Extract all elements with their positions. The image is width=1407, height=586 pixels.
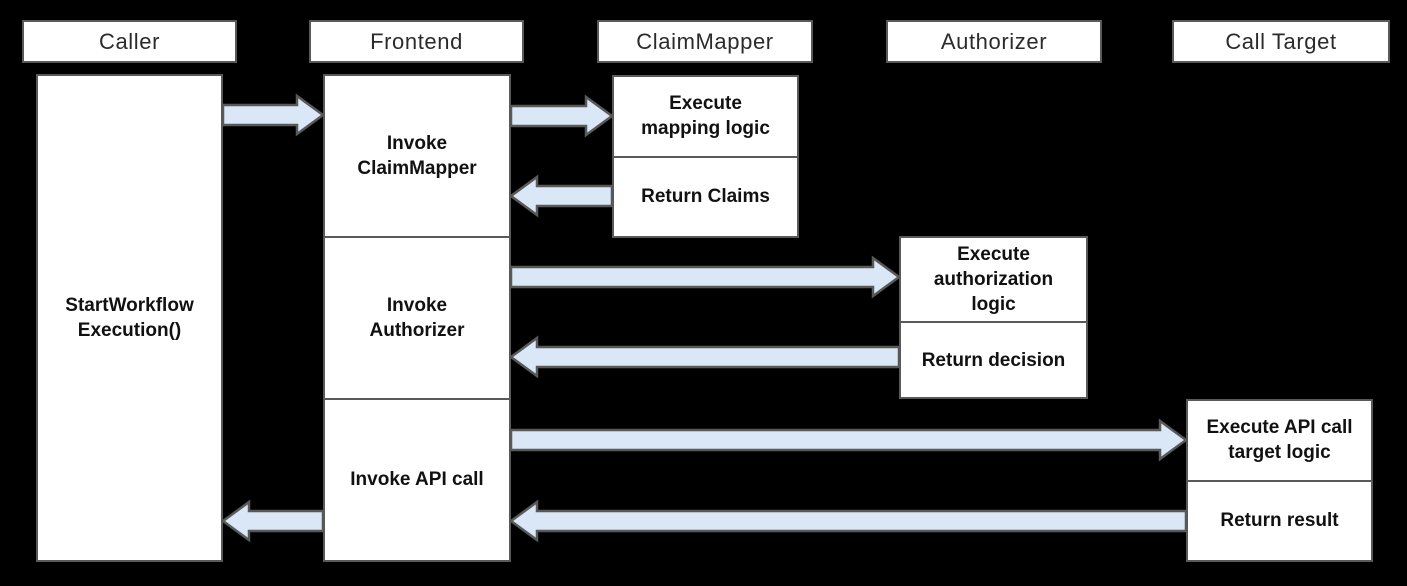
claimmapper-activation-box: Execute mapping logic Return Claims [612, 75, 799, 238]
actor-label-frontend: Frontend [370, 28, 463, 54]
step-return-result: Return result [1188, 479, 1371, 561]
calltarget-activation-box: Execute API call target logic Return res… [1186, 399, 1373, 562]
step-execute-api-call-target-logic: Execute API call target logic [1206, 417, 1353, 464]
actor-label-claimmapper: ClaimMapper [636, 28, 774, 54]
arrow-caller-to-frontend [221, 93, 326, 137]
arrow-frontend-to-authorizer [509, 255, 902, 299]
actor-header-authorizer: Authorizer [886, 20, 1102, 63]
actor-header-calltarget: Call Target [1172, 20, 1390, 63]
step-invoke-claimmapper: Invoke ClaimMapper [357, 132, 477, 179]
authorizer-activation-box: Execute authorization logic Return decis… [899, 236, 1088, 399]
step-execute-authorization-logic: Execute authorization logic [933, 244, 1054, 316]
actor-label-caller: Caller [98, 28, 161, 54]
actor-label-calltarget: Call Target [1225, 28, 1337, 54]
arrow-frontend-to-caller [220, 499, 325, 543]
arrow-frontend-to-claimmapper [509, 94, 615, 138]
frontend-activation-box: Invoke ClaimMapper Invoke Authorizer Inv… [323, 74, 511, 562]
arrow-frontend-to-calltarget [509, 418, 1189, 462]
step-invoke-api-call: Invoke API call [325, 398, 509, 560]
arrow-claimmapper-to-frontend [508, 174, 614, 218]
actor-label-authorizer: Authorizer [940, 28, 1048, 54]
step-execute-mapping-logic: Execute mapping logic [641, 93, 770, 140]
caller-activation-box: StartWorkflow Execution() [36, 74, 223, 562]
arrow-authorizer-to-frontend [508, 335, 901, 379]
actor-header-caller: Caller [22, 20, 237, 63]
step-startworkflowexecution: StartWorkflow Execution() [65, 294, 194, 341]
arrow-calltarget-to-frontend [508, 499, 1188, 543]
actor-header-frontend: Frontend [309, 20, 524, 63]
step-return-decision: Return decision [901, 321, 1086, 397]
actor-header-claimmapper: ClaimMapper [597, 20, 813, 63]
step-return-claims: Return Claims [614, 155, 797, 237]
step-invoke-authorizer: Invoke Authorizer [325, 236, 509, 398]
